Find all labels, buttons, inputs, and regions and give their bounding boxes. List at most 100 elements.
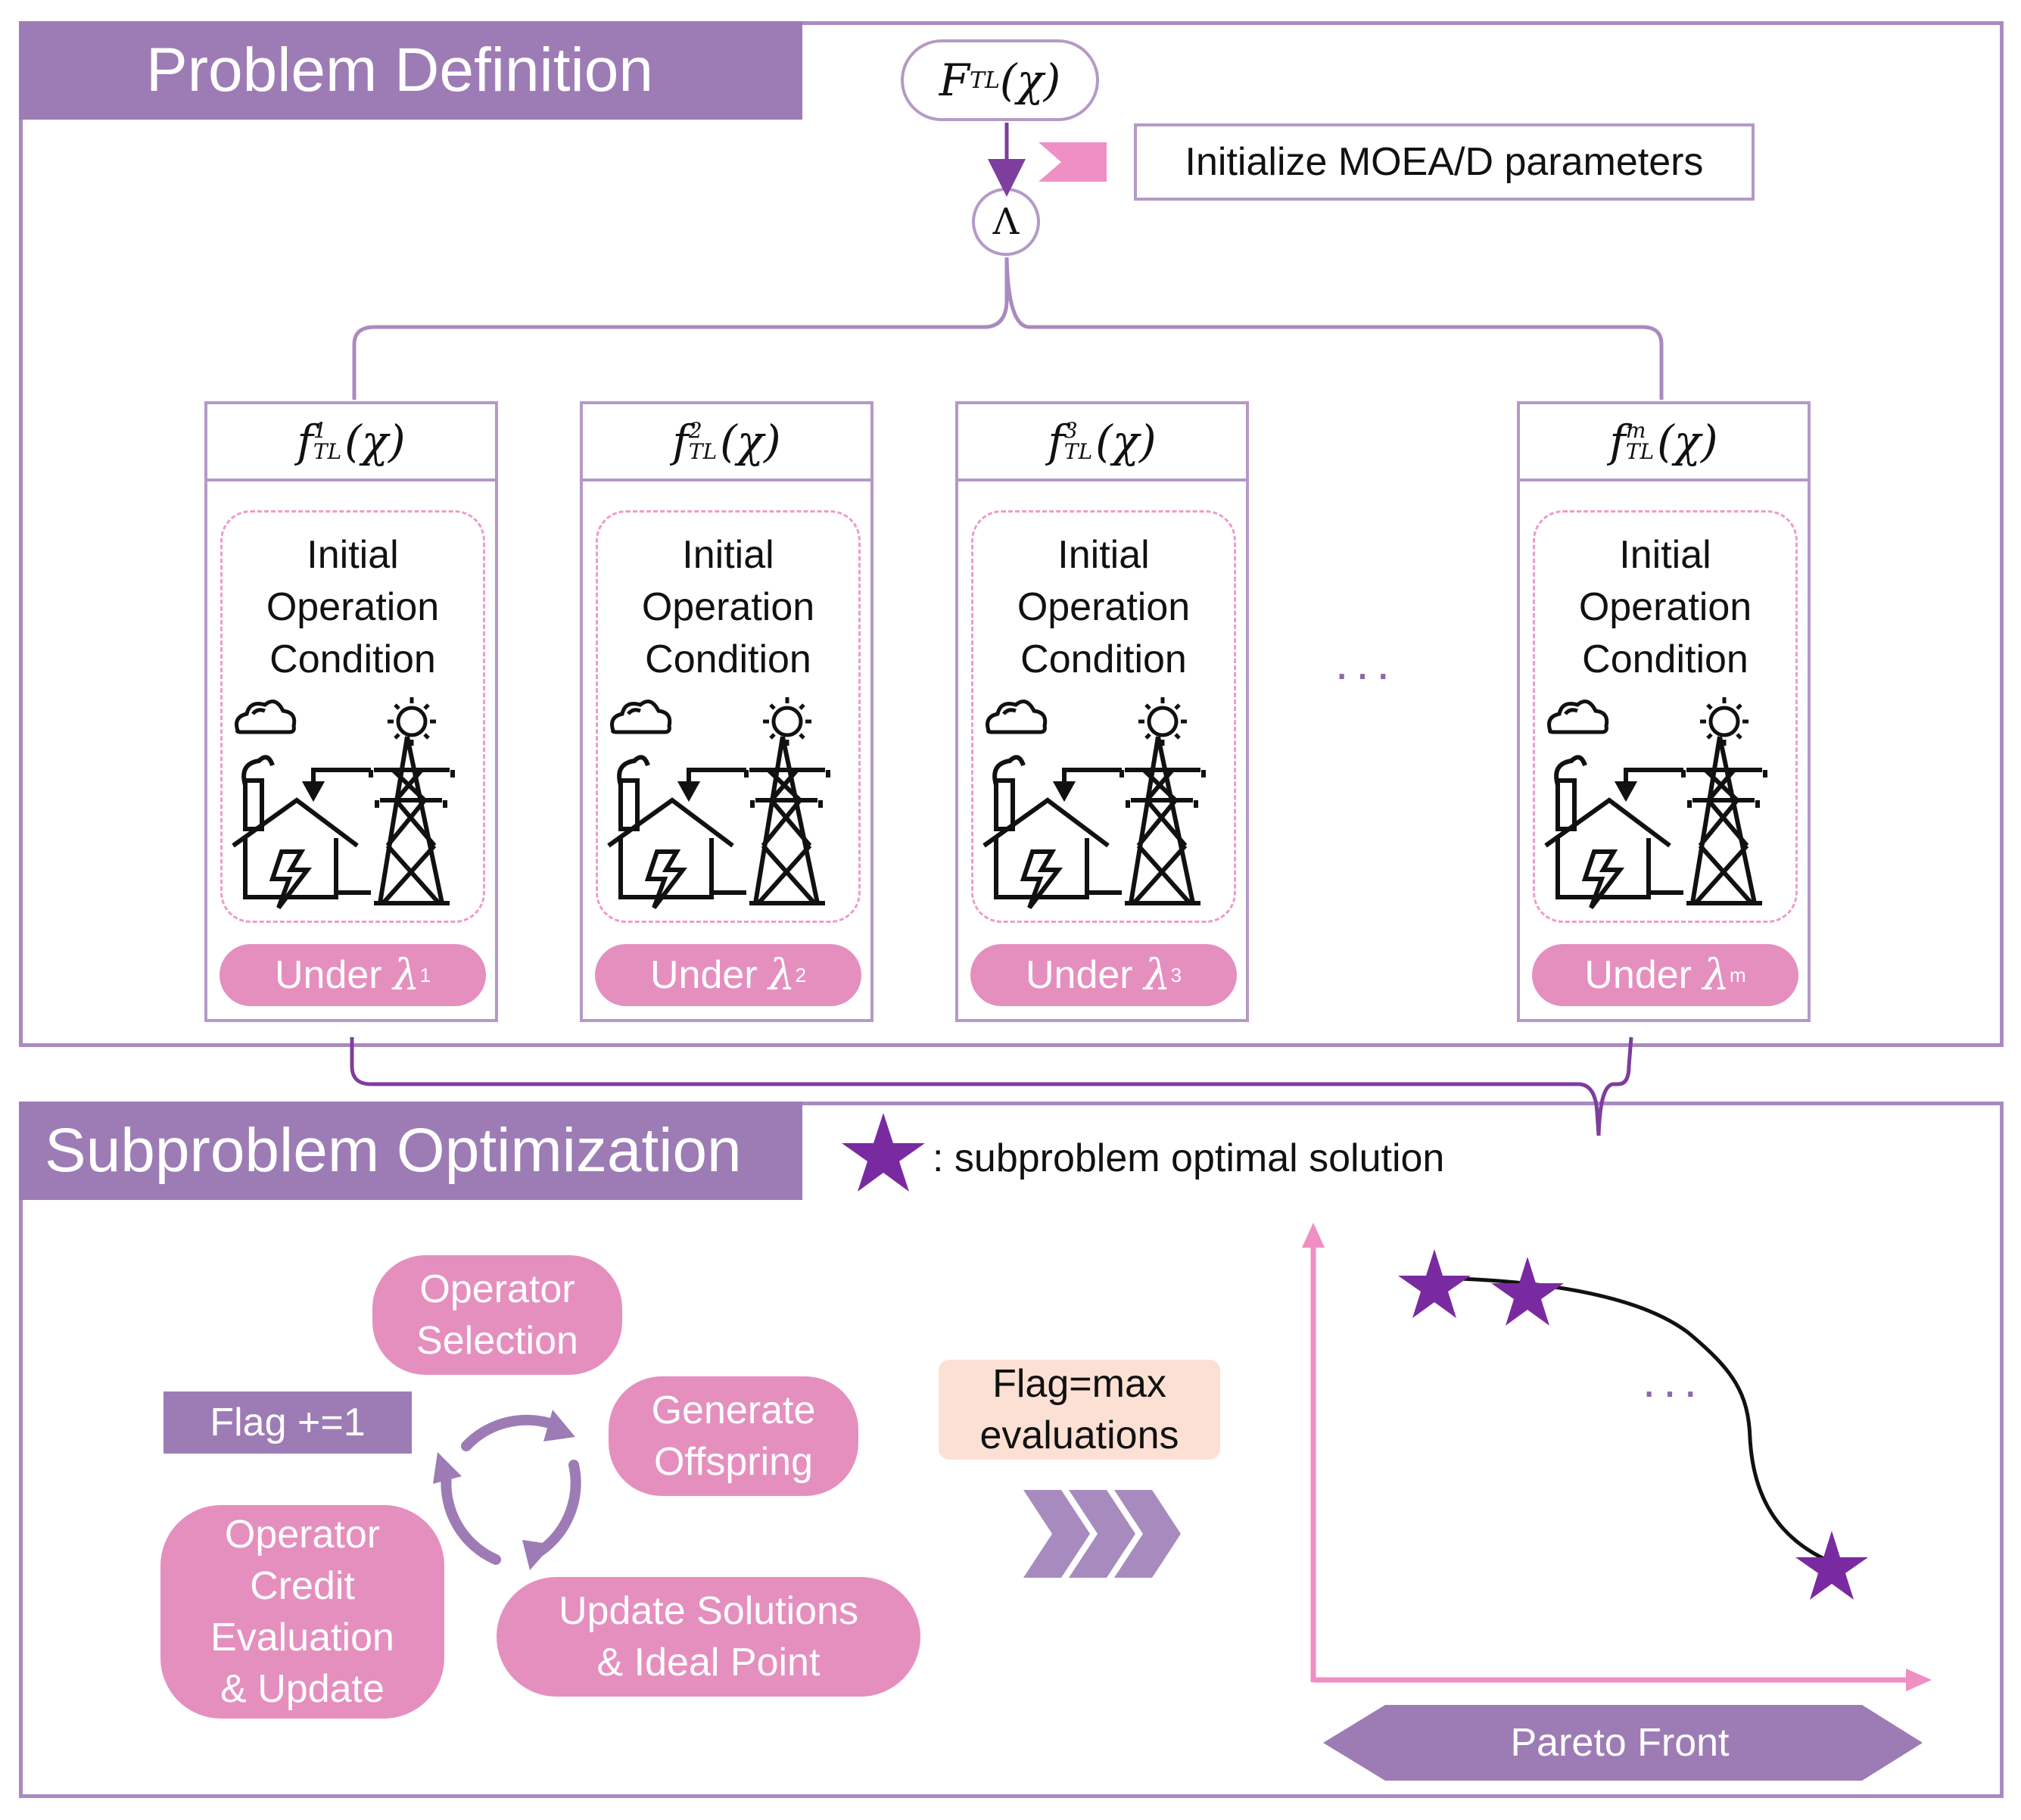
power-scene bbox=[982, 697, 1206, 909]
under-label: Under bbox=[649, 953, 758, 997]
subproblem-arg: (χ) bbox=[720, 416, 781, 467]
top-brace bbox=[352, 257, 1664, 400]
subproblem-sup: 1 bbox=[313, 418, 327, 443]
subproblem-sub: TL bbox=[1063, 439, 1093, 464]
operator-credit-line1: Operator bbox=[224, 1513, 381, 1557]
operator-credit-pill: Operator Credit Evaluation & Update bbox=[160, 1505, 444, 1719]
pareto-curve bbox=[1434, 1276, 1848, 1571]
condition-line3: Condition bbox=[1582, 637, 1749, 681]
subproblem-arg: (χ) bbox=[344, 416, 406, 467]
lambda-sup: 3 bbox=[1170, 963, 1182, 986]
condition-line3: Condition bbox=[645, 637, 811, 681]
subproblem-sub: TL bbox=[688, 439, 718, 464]
subproblem-optimization-header: Subproblem Optimization bbox=[19, 1102, 802, 1200]
flag-increment-box: Flag +=1 bbox=[163, 1391, 412, 1454]
power-scene bbox=[232, 697, 455, 909]
cloud-icon bbox=[235, 700, 297, 734]
condition-line3: Condition bbox=[269, 637, 436, 681]
sun-icon bbox=[1138, 697, 1187, 746]
problem-definition-frame bbox=[19, 21, 2004, 1047]
condition-line3: Condition bbox=[1020, 637, 1187, 681]
lambda-italic: λ bbox=[393, 950, 420, 1000]
condition-panel: Initial Operation Condition bbox=[971, 510, 1236, 923]
lambda-symbol: Λ bbox=[992, 201, 1020, 243]
condition-line1: Initial bbox=[682, 533, 774, 577]
condition-line2: Operation bbox=[1017, 585, 1191, 629]
sun-icon bbox=[1700, 697, 1749, 746]
update-solutions-line2: & Ideal Point bbox=[596, 1641, 821, 1684]
transmission-tower-icon bbox=[1681, 736, 1767, 905]
subproblem-sup: 2 bbox=[688, 418, 702, 443]
condition-panel: Initial Operation Condition bbox=[1533, 510, 1798, 923]
top-objective-sub: TL bbox=[969, 67, 1000, 94]
sun-icon bbox=[388, 697, 436, 746]
top-objective-main: F bbox=[939, 55, 970, 106]
problem-definition-title: Problem Definition bbox=[146, 36, 653, 104]
init-params-label: Initialize MOEA/D parameters bbox=[1185, 140, 1704, 184]
subproblem-sub: TL bbox=[313, 439, 342, 464]
lambda-italic: λ bbox=[1702, 950, 1730, 1000]
pareto-front-label: Pareto Front bbox=[1510, 1721, 1730, 1765]
power-scene bbox=[607, 697, 830, 909]
power-plant-icon bbox=[607, 755, 746, 909]
condition-line1: Initial bbox=[1619, 533, 1711, 577]
condition-panel: Initial Operation Condition bbox=[220, 510, 485, 923]
cloud-icon bbox=[1547, 700, 1609, 734]
lambda-italic: λ bbox=[1144, 950, 1171, 1000]
subproblem-sub: TL bbox=[1625, 439, 1655, 464]
subproblem-main: f bbox=[672, 416, 689, 467]
power-plant-icon bbox=[1544, 755, 1683, 909]
condition-panel: Initial Operation Condition bbox=[596, 510, 861, 923]
power-plant-icon bbox=[232, 755, 371, 909]
update-solutions-line1: Update Solutions bbox=[558, 1589, 859, 1633]
subproblem-arg: (χ) bbox=[1657, 416, 1718, 467]
flag-max-line1: Flag=max bbox=[992, 1362, 1166, 1406]
cycle-arrows-icon bbox=[441, 1414, 581, 1565]
operator-selection-line1: Operator bbox=[419, 1267, 575, 1311]
lambda-sup: 1 bbox=[419, 963, 431, 986]
sun-icon bbox=[763, 697, 811, 746]
problem-definition-header: Problem Definition bbox=[19, 21, 802, 120]
pareto-ellipsis: ··· bbox=[1641, 1363, 1703, 1418]
operator-selection-line2: Selection bbox=[416, 1319, 578, 1363]
operator-credit-line3: Evaluation bbox=[210, 1616, 394, 1660]
lambda-italic: λ bbox=[768, 950, 796, 1000]
cloud-icon bbox=[986, 700, 1048, 734]
power-scene bbox=[1544, 697, 1767, 909]
transmission-tower-icon bbox=[744, 736, 830, 905]
init-params-box: Initialize MOEA/D parameters bbox=[1134, 123, 1755, 201]
pareto-front-banner bbox=[1323, 1705, 1923, 1781]
chevron-right-icon bbox=[1023, 1490, 1181, 1578]
condition-line2: Operation bbox=[266, 585, 440, 629]
transmission-tower-icon bbox=[369, 736, 455, 905]
subproblem-ellipsis: ··· bbox=[1334, 646, 1396, 700]
transmission-tower-icon bbox=[1119, 736, 1206, 905]
subproblem-main: f bbox=[1048, 416, 1064, 467]
legend-text: : subproblem optimal solution bbox=[933, 1136, 1445, 1180]
under-label: Under bbox=[1025, 953, 1133, 997]
generate-offspring-line1: Generate bbox=[651, 1388, 816, 1432]
cloud-icon bbox=[610, 700, 672, 734]
subproblem-optimization-frame bbox=[19, 1102, 2004, 1798]
operator-credit-line4: & Update bbox=[220, 1667, 385, 1711]
condition-line2: Operation bbox=[1578, 585, 1752, 629]
flag-max-line2: evaluations bbox=[979, 1413, 1179, 1457]
update-solutions-pill: Update Solutions & Ideal Point bbox=[497, 1577, 920, 1697]
condition-line2: Operation bbox=[641, 585, 815, 629]
generate-offspring-line2: Offspring bbox=[653, 1440, 814, 1484]
legend-star-icon bbox=[842, 1113, 925, 1192]
